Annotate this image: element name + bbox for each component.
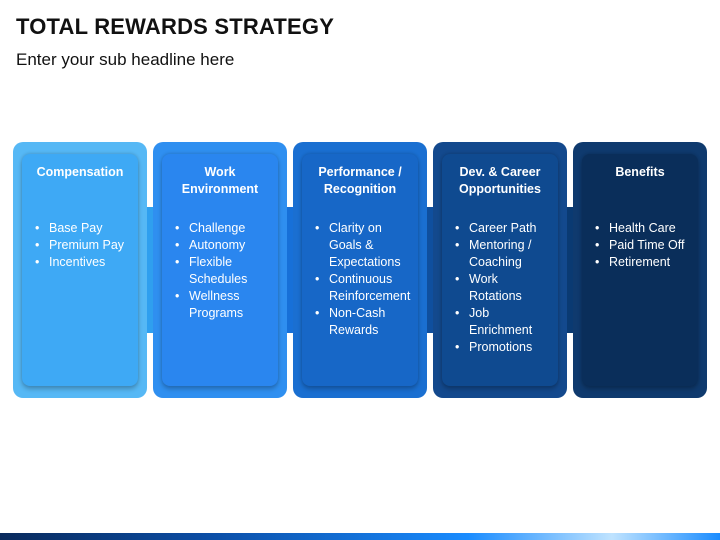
card-item-list: ChallengeAutonomyFlexibleSchedulesWellne… <box>166 220 274 322</box>
card-item: Paid Time Off <box>594 237 694 254</box>
card-work-environment: WorkEnvironmentChallengeAutonomyFlexible… <box>162 154 278 386</box>
footer-gradient-bar <box>0 533 720 540</box>
card-item: Health Care <box>594 220 694 237</box>
card-item: Challenge <box>174 220 274 237</box>
card-benefits: BenefitsHealth CarePaid Time OffRetireme… <box>582 154 698 386</box>
slide-title: TOTAL REWARDS STRATEGY <box>16 14 335 39</box>
card-item: Retirement <box>594 254 694 271</box>
card-title: Compensation <box>36 165 124 179</box>
card-item: Autonomy <box>174 237 274 254</box>
card-item: Career Path <box>454 220 554 237</box>
card-item-list: Health CarePaid Time OffRetirement <box>586 220 694 271</box>
card-item: Promotions <box>454 339 554 356</box>
card-compensation: CompensationBase PayPremium PayIncentive… <box>22 154 138 386</box>
card-title: Performance /Recognition <box>318 165 402 196</box>
card-item-list: Career PathMentoring /CoachingWorkRotati… <box>446 220 554 356</box>
card-item: Incentives <box>34 254 134 271</box>
card-performance-recognition: Performance /RecognitionClarity onGoals … <box>302 154 418 386</box>
card-item: Premium Pay <box>34 237 134 254</box>
card-item-list: Base PayPremium PayIncentives <box>26 220 134 271</box>
card-item: Mentoring /Coaching <box>454 237 554 271</box>
card-dev-career-opportunities: Dev. & CareerOpportunitiesCareer PathMen… <box>442 154 558 386</box>
slide-subtitle: Enter your sub headline here <box>16 50 235 69</box>
card-item: Base Pay <box>34 220 134 237</box>
card-title: Benefits <box>615 165 665 179</box>
